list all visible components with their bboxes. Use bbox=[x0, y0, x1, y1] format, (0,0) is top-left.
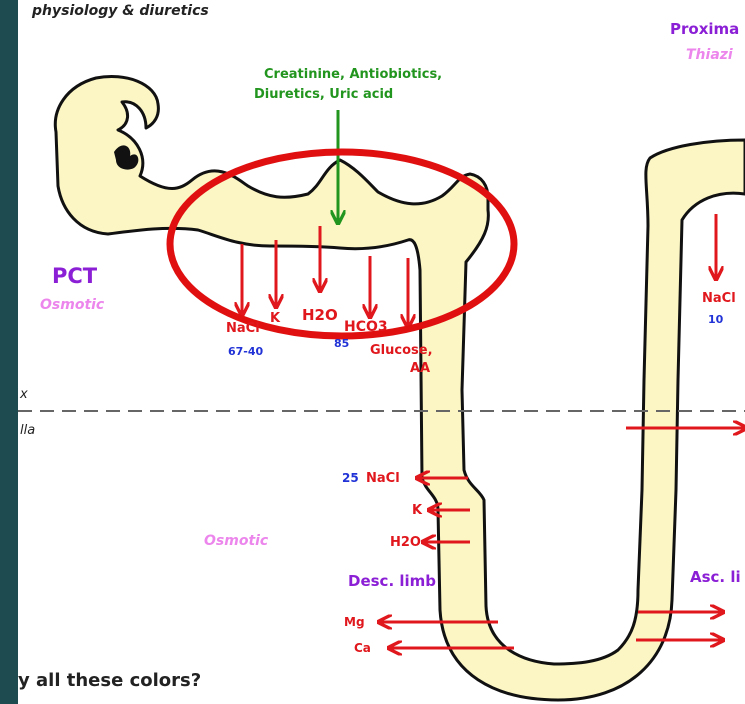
desc-h2o: H2O bbox=[390, 536, 421, 549]
desc-mg: Mg bbox=[344, 616, 365, 628]
proximal-label: Proxima bbox=[670, 22, 739, 37]
pct-nacl: NaCl bbox=[226, 322, 260, 335]
desc-k: K bbox=[412, 504, 422, 517]
desc-ca: Ca bbox=[354, 642, 371, 654]
desc-osmotic: Osmotic bbox=[204, 534, 268, 548]
pct-hco3-value: 85 bbox=[334, 338, 349, 349]
thiazide-label: Thiazi bbox=[686, 48, 733, 62]
desc-nacl-value: 25 bbox=[342, 472, 359, 484]
dct-nacl: NaCl bbox=[702, 292, 736, 305]
slide-canvas: physiology & diuretics Proxima Thiazi Cr… bbox=[18, 0, 745, 704]
pct-glucose: Glucose, bbox=[370, 344, 433, 357]
footer-question: y all these colors? bbox=[18, 672, 201, 690]
dct-value: 10 bbox=[708, 314, 723, 325]
cortex-label: x bbox=[20, 388, 28, 401]
pct-h2o: H2O bbox=[302, 308, 338, 323]
medulla-label: lla bbox=[20, 424, 35, 437]
desc-limb-title: Desc. limb bbox=[348, 574, 436, 589]
pct-nacl-value: 67-40 bbox=[228, 346, 263, 357]
pct-osmotic: Osmotic bbox=[40, 298, 104, 312]
desc-nacl: NaCl bbox=[366, 472, 400, 485]
pct-aa: AA bbox=[410, 362, 430, 375]
pct-k: K bbox=[270, 312, 280, 325]
secretion-label-line2: Diuretics, Uric acid bbox=[254, 88, 393, 101]
asc-limb-title: Asc. li bbox=[690, 570, 741, 585]
pct-hco3: HCO3 bbox=[344, 320, 388, 334]
secretion-label-line1: Creatinine, Antiobiotics, bbox=[264, 68, 442, 81]
nephron-tubule bbox=[55, 76, 745, 700]
pct-title: PCT bbox=[52, 266, 97, 287]
slide-title: physiology & diuretics bbox=[32, 4, 209, 18]
